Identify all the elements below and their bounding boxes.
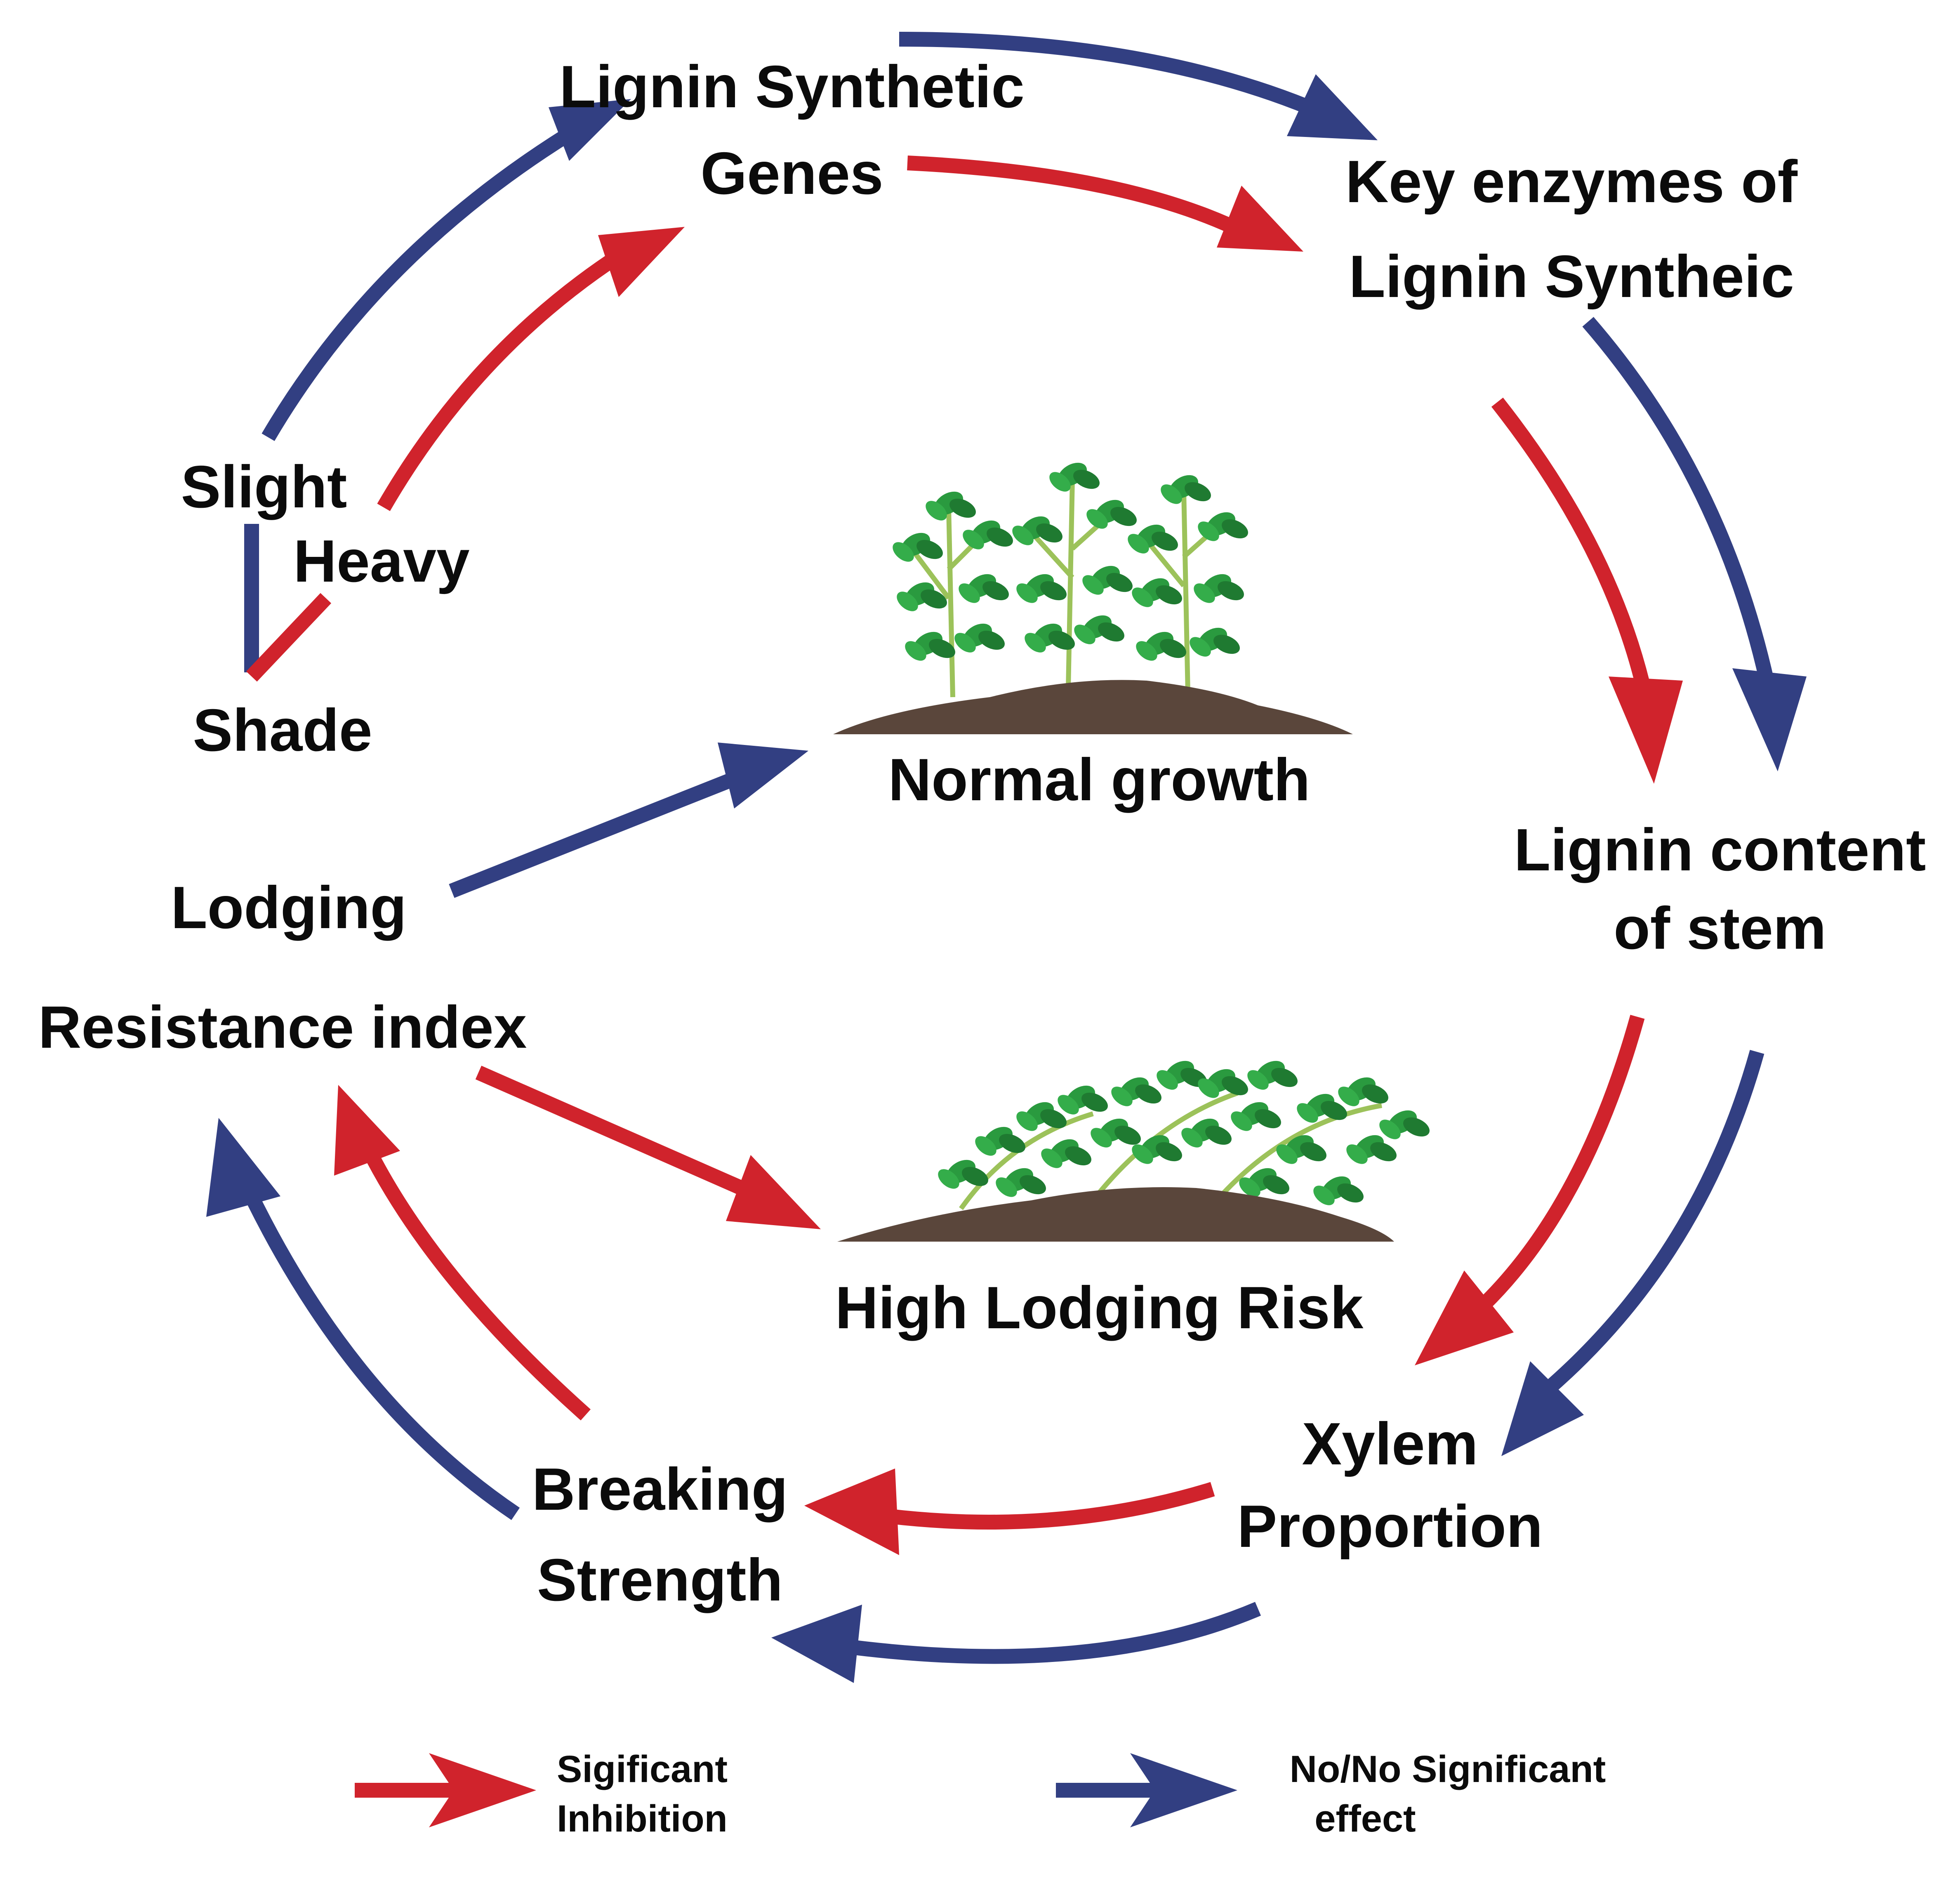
arrowhead-blue-enzymes [1287,74,1378,140]
arrow-lodging-to-normal [449,768,745,898]
soil-mound-normal [833,680,1353,734]
high-lodging-risk-illustration [837,1056,1433,1242]
arrowhead-red-lodging [334,1085,400,1176]
blue-cycle-arrows [206,32,1807,1683]
arrow-xylem-to-breaking [869,1482,1215,1530]
arrowhead-blue-xylem [1501,1361,1584,1456]
label-normal-growth: Normal growth [888,746,1310,813]
arrow-content-to-xylem [1475,1015,1645,1313]
arrowhead-red-enzymes [1217,186,1303,252]
arrowhead-red-breaking [804,1468,899,1555]
legend-red-line1: Sigificant [557,1748,728,1790]
node-breaking-line1: Breaking [532,1456,788,1523]
arrowhead-blue-normal [718,742,808,808]
arrow-enzymes-to-content [1491,397,1653,699]
lodged-plants-icon [934,1056,1433,1210]
node-lignin-content-line2: of stem [1614,895,1826,962]
arrow-lodging-to-highrisk [475,1065,754,1199]
node-xylem-line2: Proportion [1237,1493,1543,1560]
node-key-enzymes-line2: Lignin Syntheic [1349,243,1794,310]
node-lodging-line1: Lodging [171,874,407,941]
arrow-slight-to-genes [261,117,590,441]
arrowhead-red-xylem [1415,1270,1514,1365]
node-lignin-genes-line2: Genes [700,140,883,207]
arrowhead-red-genes [598,227,685,297]
legend-red-line2: Inhibition [557,1798,728,1840]
node-xylem-line1: Xylem [1302,1410,1478,1477]
arrow-genes-to-enzymes [907,156,1245,238]
arrow-genes-to-enzymes [899,32,1331,123]
arrow-heavy-to-genes [377,249,623,512]
arrowhead-blue-content [1732,668,1807,771]
arrowhead-blue-genes [549,99,631,161]
legend-arrowhead-blue [1130,1753,1237,1827]
node-lodging-line2: Resistance index [38,994,527,1061]
node-slight: Slight [181,453,347,520]
node-key-enzymes-line1: Key enzymes of [1345,148,1798,215]
arrow-content-to-xylem [1542,1050,1764,1396]
arrow-breaking-to-lodging [240,1185,520,1520]
arrow-xylem-to-breaking [840,1602,1261,1664]
legend-blue-item: No/No Significant effect [1056,1748,1606,1840]
red-cycle-arrows [246,156,1683,1555]
normal-growth-illustration [833,458,1353,734]
upright-plants-icon [889,458,1251,698]
arrow-heavy-to-shade [246,593,332,682]
legend-blue-line2: effect [1315,1798,1416,1840]
legend-arrowhead-red [429,1753,536,1827]
node-lignin-content-line1: Lignin content [1514,816,1926,883]
legend: Sigificant Inhibition No/No Significant … [355,1748,1606,1840]
arrowhead-red-highrisk [726,1155,821,1229]
arrowhead-red-content [1609,676,1683,784]
arrow-breaking-to-lodging [360,1143,591,1421]
legend-red-item: Sigificant Inhibition [355,1748,728,1840]
arrowhead-blue-breaking [771,1605,862,1683]
soil-mound-lodged [837,1187,1394,1242]
legend-blue-line1: No/No Significant [1290,1748,1606,1790]
arrow-enzymes-to-content [1582,317,1777,695]
node-lignin-genes-line1: Lignin Synthetic [559,53,1025,120]
label-high-lodging-risk: High Lodging Risk [835,1274,1364,1341]
node-shade: Shade [193,697,372,764]
node-heavy: Heavy [293,528,469,594]
arrowhead-blue-lodging [206,1118,280,1217]
node-breaking-line2: Strength [537,1546,783,1613]
